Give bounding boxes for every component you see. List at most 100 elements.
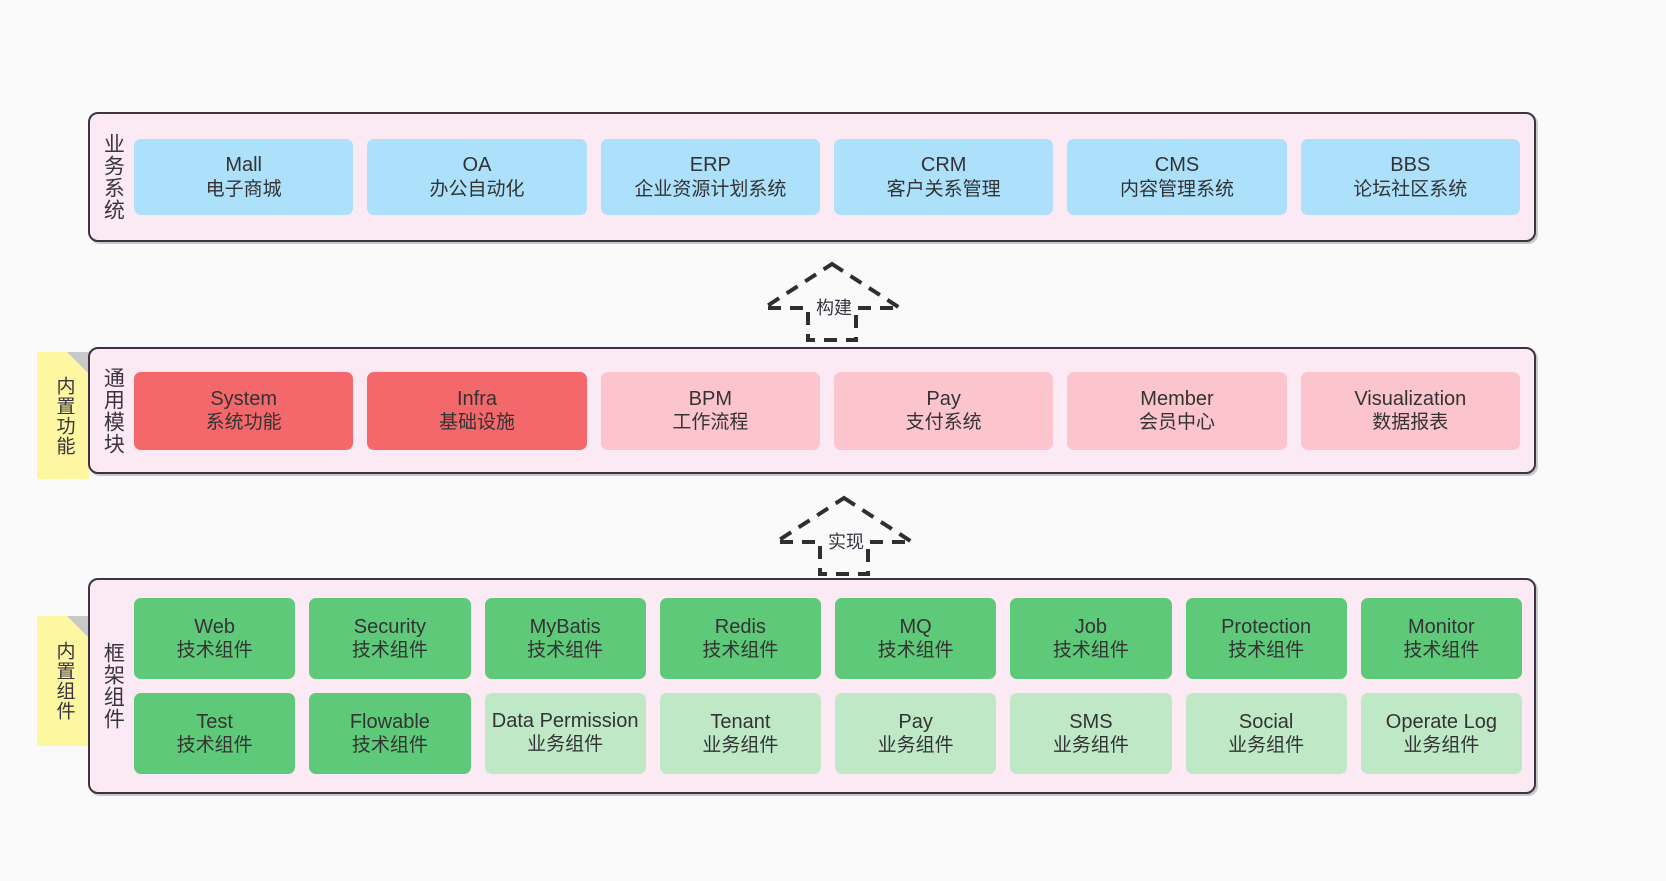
- node-flowable[interactable]: Flowable 技术组件: [309, 693, 471, 774]
- node-job[interactable]: Job 技术组件: [1010, 598, 1172, 679]
- hollow-dashed-arrow-up-icon: [757, 261, 907, 342]
- layer-body-common: System 系统功能 Infra 基础设施 BPM 工作流程 Pay 支付系统…: [134, 349, 1534, 472]
- node-subtitle: 技术组件: [176, 640, 253, 662]
- layer-label-common: 通用模块: [101, 366, 125, 455]
- node-sms[interactable]: SMS 业务组件: [1010, 693, 1172, 774]
- node-test[interactable]: Test 技术组件: [134, 693, 296, 774]
- node-monitor[interactable]: Monitor 技术组件: [1360, 598, 1522, 679]
- node-subtitle: 论坛社区系统: [1353, 178, 1468, 200]
- sticky-note-builtin-features: 内置功能: [37, 352, 89, 479]
- node-pay-module[interactable]: Pay 支付系统: [833, 371, 1054, 450]
- node-erp[interactable]: ERP 企业资源计划系统: [600, 139, 820, 215]
- node-row-framework-tech: Web 技术组件 Security 技术组件 MyBatis 技术组件 Redi…: [134, 598, 1522, 679]
- node-mq[interactable]: MQ 技术组件: [835, 598, 997, 679]
- node-row-common: System 系统功能 Infra 基础设施 BPM 工作流程 Pay 支付系统…: [134, 371, 1520, 450]
- sticky-fold-corner-icon: [67, 616, 89, 638]
- node-title: Protection: [1221, 615, 1312, 638]
- node-subtitle: 客户关系管理: [886, 178, 1001, 200]
- node-security[interactable]: Security 技术组件: [309, 598, 471, 679]
- node-title: Job: [1074, 615, 1107, 638]
- node-subtitle: 技术组件: [1052, 640, 1129, 662]
- sticky-note-label: 内置功能: [53, 375, 75, 456]
- node-title: Data Permission: [491, 710, 639, 733]
- node-subtitle: 业务组件: [877, 735, 954, 757]
- node-subtitle: 内容管理系统: [1119, 178, 1234, 200]
- node-title: Visualization: [1354, 387, 1467, 410]
- node-subtitle: 业务组件: [1052, 735, 1129, 757]
- node-operate-log[interactable]: Operate Log 业务组件: [1360, 693, 1522, 774]
- sticky-note-builtin-components: 内置组件: [37, 616, 89, 746]
- relation-label-build: 构建: [816, 298, 852, 318]
- node-title: SMS: [1069, 710, 1113, 733]
- node-title: Pay: [926, 387, 961, 410]
- node-subtitle: 业务组件: [702, 735, 779, 757]
- sticky-note-label: 内置组件: [53, 641, 75, 721]
- relation-arrow-implement: 实现: [764, 492, 924, 578]
- node-pay-component[interactable]: Pay 业务组件: [835, 693, 997, 774]
- hollow-dashed-arrow-up-icon: [769, 495, 919, 576]
- node-subtitle: 技术组件: [1403, 640, 1480, 662]
- node-title: System: [210, 387, 277, 410]
- node-title: Redis: [714, 615, 766, 638]
- node-subtitle: 技术组件: [702, 640, 779, 662]
- node-title: Tenant: [710, 710, 771, 733]
- node-subtitle: 办公自动化: [429, 178, 525, 200]
- node-title: Social: [1238, 710, 1294, 733]
- node-title: Flowable: [349, 710, 430, 733]
- node-subtitle: 电子商城: [205, 178, 282, 200]
- node-crm[interactable]: CRM 客户关系管理: [833, 139, 1054, 215]
- node-row-framework-biz: Test 技术组件 Flowable 技术组件 Data Permission …: [134, 693, 1522, 774]
- node-subtitle: 工作流程: [672, 412, 749, 434]
- node-subtitle: 技术组件: [877, 640, 954, 662]
- layer-framework-components: 框架组件 Web 技术组件 Security 技术组件 MyBatis 技术组件…: [88, 578, 1536, 794]
- layer-business-systems: 业务系统 Mall 电子商城 OA 办公自动化 ERP 企业资源计划系统 CRM…: [88, 112, 1536, 242]
- layer-label-business: 业务系统: [101, 133, 125, 221]
- layer-common-modules: 通用模块 System 系统功能 Infra 基础设施 BPM 工作流程 Pay…: [88, 347, 1536, 474]
- node-title: CMS: [1154, 154, 1200, 177]
- node-row-business: Mall 电子商城 OA 办公自动化 ERP 企业资源计划系统 CRM 客户关系…: [134, 139, 1520, 215]
- node-title: OA: [462, 154, 492, 177]
- node-subtitle: 技术组件: [1228, 640, 1305, 662]
- node-visualization[interactable]: Visualization 数据报表: [1300, 371, 1520, 450]
- node-subtitle: 业务组件: [1403, 735, 1480, 757]
- node-title: BPM: [688, 387, 732, 410]
- node-web[interactable]: Web 技术组件: [134, 598, 296, 679]
- node-tenant[interactable]: Tenant 业务组件: [659, 693, 821, 774]
- node-subtitle: 技术组件: [351, 640, 428, 662]
- node-title: Member: [1140, 387, 1214, 410]
- node-system[interactable]: System 系统功能: [134, 371, 354, 450]
- layer-body-business: Mall 电子商城 OA 办公自动化 ERP 企业资源计划系统 CRM 客户关系…: [134, 114, 1534, 240]
- node-infra[interactable]: Infra 基础设施: [367, 371, 587, 450]
- node-bbs[interactable]: BBS 论坛社区系统: [1300, 139, 1520, 215]
- node-subtitle: 基础设施: [438, 412, 515, 434]
- node-title: Web: [194, 615, 235, 638]
- node-bpm[interactable]: BPM 工作流程: [600, 371, 820, 450]
- node-subtitle: 技术组件: [351, 735, 428, 757]
- node-redis[interactable]: Redis 技术组件: [659, 598, 821, 679]
- node-subtitle: 业务组件: [1228, 735, 1305, 757]
- node-title: MyBatis: [529, 615, 601, 638]
- node-subtitle: 会员中心: [1138, 412, 1215, 434]
- node-subtitle: 业务组件: [527, 734, 604, 756]
- node-member[interactable]: Member 会员中心: [1067, 371, 1287, 450]
- node-subtitle: 技术组件: [527, 640, 604, 662]
- node-subtitle: 技术组件: [176, 735, 253, 757]
- node-subtitle: 企业资源计划系统: [634, 178, 787, 200]
- node-data-permission[interactable]: Data Permission 业务组件: [484, 693, 646, 774]
- node-oa[interactable]: OA 办公自动化: [367, 139, 587, 215]
- node-title: Operate Log: [1385, 710, 1497, 733]
- node-mall[interactable]: Mall 电子商城: [134, 139, 354, 215]
- node-protection[interactable]: Protection 技术组件: [1185, 598, 1347, 679]
- node-subtitle: 系统功能: [205, 412, 282, 434]
- node-mybatis[interactable]: MyBatis 技术组件: [484, 598, 646, 679]
- layer-body-framework: Web 技术组件 Security 技术组件 MyBatis 技术组件 Redi…: [134, 580, 1534, 792]
- node-cms[interactable]: CMS 内容管理系统: [1067, 139, 1287, 215]
- node-title: Test: [196, 710, 233, 733]
- layer-label-framework: 框架组件: [101, 642, 125, 730]
- node-social[interactable]: Social 业务组件: [1185, 693, 1347, 774]
- node-title: Infra: [456, 387, 497, 410]
- sticky-fold-corner-icon: [67, 352, 89, 374]
- node-title: CRM: [920, 154, 967, 177]
- node-title: Pay: [898, 710, 933, 733]
